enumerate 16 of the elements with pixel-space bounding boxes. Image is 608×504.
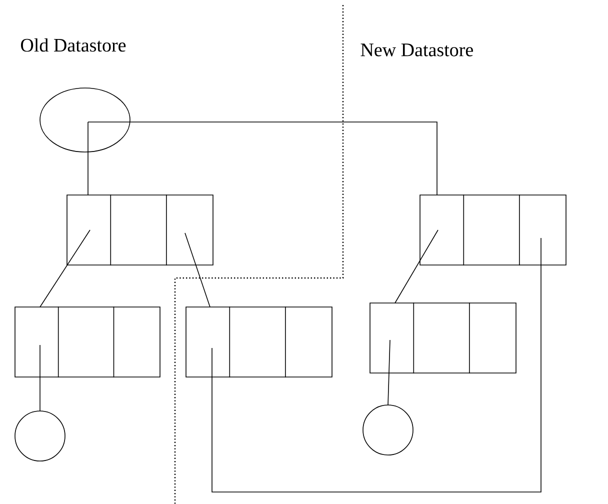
record-box bbox=[14, 306, 160, 378]
region-label: New Datastore bbox=[360, 44, 473, 56]
record-box bbox=[186, 306, 332, 378]
record-box bbox=[370, 302, 516, 374]
region-label: Old Datastore bbox=[20, 38, 126, 52]
connector-line bbox=[88, 122, 438, 196]
record-box bbox=[66, 194, 214, 266]
leaf-circle bbox=[362, 404, 414, 456]
connector-line bbox=[388, 340, 390, 406]
connector-line bbox=[40, 230, 90, 308]
connector-line bbox=[212, 238, 542, 492]
connector-line bbox=[184, 232, 210, 308]
connector-line bbox=[394, 230, 438, 304]
leaf-circle bbox=[14, 410, 66, 462]
root-ellipse bbox=[40, 88, 130, 152]
record-box bbox=[420, 194, 566, 266]
